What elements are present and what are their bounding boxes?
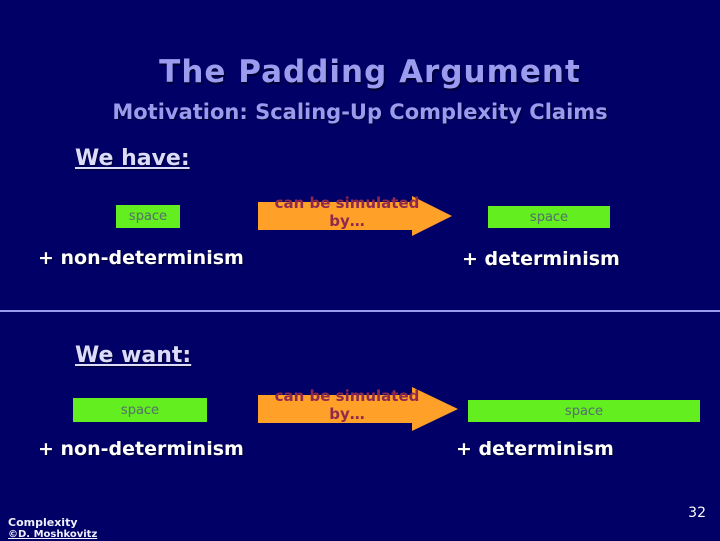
arrow-label-have: can be simulated by…	[262, 194, 432, 230]
arrow-label-line1: can be simulated	[274, 387, 420, 405]
space-box-have-left: space	[116, 205, 180, 228]
arrow-label-want: can be simulated by…	[262, 387, 432, 423]
footer-credit: Complexity ©D. Moshkovitz	[8, 517, 97, 541]
page-number: 32	[688, 505, 706, 521]
determinism-label-have: + determinism	[462, 248, 620, 270]
determinism-label-want: + determinism	[456, 438, 614, 460]
non-determinism-label-want: + non-determinism	[38, 438, 244, 460]
arrow-body	[258, 395, 413, 423]
arrow-head	[412, 387, 458, 431]
arrow-label-line2: by…	[329, 212, 365, 230]
non-determinism-label-have: + non-determinism	[38, 247, 244, 269]
footer-copyright: ©D. Moshkovitz	[8, 529, 98, 540]
arrow-label-line1: can be simulated	[274, 194, 420, 212]
arrow-body	[258, 202, 413, 230]
section-heading-we-want: We want:	[75, 343, 192, 368]
divider-line	[0, 310, 720, 312]
slide-title: The Padding Argument	[159, 54, 581, 90]
arrow-head	[412, 196, 452, 236]
arrow-label-line2: by…	[329, 405, 365, 423]
space-box-want-left: space	[73, 398, 207, 422]
slide-subtitle: Motivation: Scaling-Up Complexity Claims	[112, 100, 608, 124]
simulated-by-arrow-have	[258, 196, 452, 236]
space-box-want-right: space	[468, 400, 700, 422]
section-heading-we-have: We have:	[75, 146, 190, 171]
space-box-have-right: space	[488, 206, 610, 228]
simulated-by-arrow-want	[258, 387, 458, 431]
footer-course-name: Complexity	[8, 516, 78, 529]
